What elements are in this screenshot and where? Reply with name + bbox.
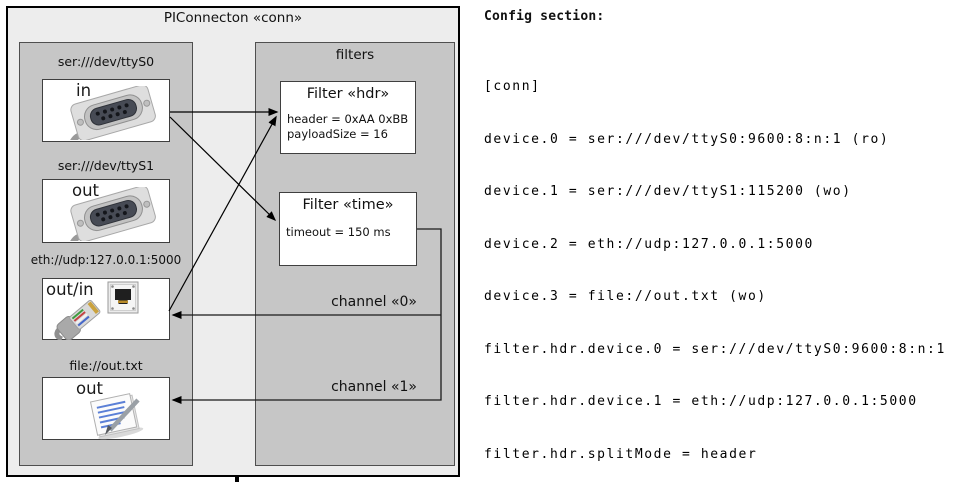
- config-line: device.2 = eth://udp:127.0.0.1:5000: [484, 236, 814, 252]
- device-direction-label: out: [76, 379, 104, 398]
- serial-connector-icon: [67, 86, 156, 140]
- serial-connector-icon: [67, 187, 156, 241]
- config-line: device.0 = ser:///dev/ttyS0:9600:8:n:1 (…: [484, 131, 890, 147]
- ethernet-port-icon: [107, 281, 139, 314]
- config-line: filter.hdr.splitMode = header: [484, 446, 758, 462]
- device-direction-label: out: [72, 181, 100, 200]
- notepad-pen-icon: [89, 393, 144, 440]
- filter-hdr-prop-header: header = 0xAA 0xBB: [287, 112, 409, 126]
- device-address-eth: eth://udp:127.0.0.1:5000: [30, 253, 182, 267]
- device-address-file: file://out.txt: [69, 358, 143, 373]
- channel-1-label: channel «1»: [331, 379, 417, 395]
- filter-hdr-prop-payload: payloadSize = 16: [287, 127, 388, 141]
- filter-hdr-box: [280, 81, 416, 154]
- config-line: device.3 = file://out.txt (wo): [484, 289, 767, 304]
- device-direction-label: in: [76, 81, 92, 100]
- filters-group-title: filters: [335, 47, 375, 63]
- config-listing: [conn] device.0 = ser:///dev/ttyS0:9600:…: [484, 43, 955, 484]
- config-line: device.1 = ser:///dev/ttyS1:115200 (wo): [484, 184, 852, 199]
- channel-0-label: channel «0»: [331, 294, 417, 310]
- device-address-ttyS0: ser:///dev/ttyS0: [57, 54, 155, 69]
- filter-hdr-title: Filter «hdr»: [306, 86, 390, 102]
- device-direction-label: out/in: [46, 280, 94, 299]
- config-line: filter.hdr.device.0 = ser:///dev/ttyS0:9…: [484, 341, 946, 357]
- config-line: [conn]: [484, 79, 541, 94]
- device-address-ttyS1: ser:///dev/ttyS1: [57, 158, 155, 173]
- diagram-title: PIConnecton «conn»: [163, 10, 303, 26]
- filter-time-title: Filter «time»: [302, 197, 394, 213]
- config-heading: Config section:: [484, 9, 605, 24]
- config-line: filter.hdr.device.1 = eth://udp:127.0.0.…: [484, 394, 918, 409]
- ethernet-plug-icon: [54, 299, 101, 340]
- filter-time-prop-timeout: timeout = 150 ms: [286, 225, 391, 239]
